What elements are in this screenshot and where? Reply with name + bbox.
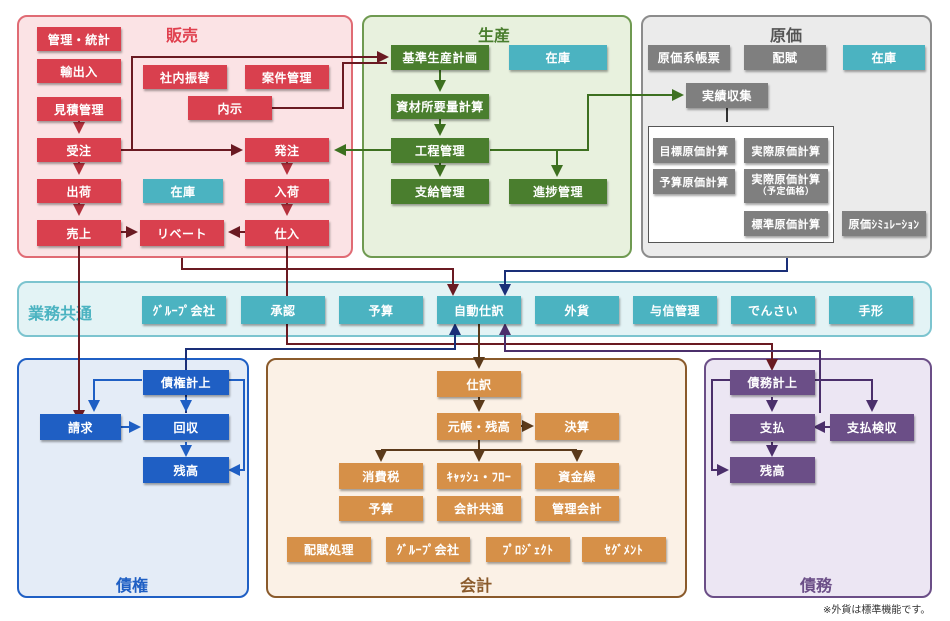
internal-transfer-box[interactable]: 社内振替	[143, 65, 227, 89]
segment-box[interactable]: ｾｸﾞﾒﾝﾄ	[582, 537, 666, 562]
supply-mgmt-box[interactable]: 支給管理	[391, 179, 489, 204]
payables-panel-title: 債務	[800, 576, 833, 595]
cost-simulation-box[interactable]: 原価ｼﾐｭﾚｰｼｮﾝ	[842, 211, 926, 236]
sales-inventory-box[interactable]: 在庫	[143, 179, 223, 203]
accounting-budget-box[interactable]: 予算	[339, 496, 423, 521]
accounting-common-box[interactable]: 会計共通	[437, 496, 521, 521]
shipment-box[interactable]: 出荷	[37, 179, 121, 203]
process-mgmt-box[interactable]: 工程管理	[391, 138, 489, 163]
accounting-panel-title: 会計	[460, 576, 493, 595]
closing-box[interactable]: 決算	[535, 413, 619, 440]
receivables-panel-title: 債権	[116, 576, 149, 595]
ledger-balance-box[interactable]: 元帳・残高	[437, 413, 521, 440]
collection-box[interactable]: 回収	[143, 414, 229, 440]
target-cost-box[interactable]: 目標原価計算	[653, 138, 735, 163]
cash-flow-box[interactable]: ｷｬｯｼｭ・ﾌﾛｰ	[437, 463, 521, 489]
auto-journal-box[interactable]: 自動仕訳	[437, 296, 521, 324]
cost-panel-title: 原価	[770, 26, 803, 45]
payable-record-box[interactable]: 債務計上	[730, 370, 815, 395]
common-budget-box[interactable]: 予算	[339, 296, 423, 324]
cash-schedule-box[interactable]: 資金繰	[535, 463, 619, 489]
allocation-processing-box[interactable]: 配賦処理	[287, 537, 371, 562]
mgmt-stats-box[interactable]: 管理・統計	[37, 27, 121, 51]
actual-cost-planned-sublabel: （予定価格）	[757, 187, 815, 197]
credit-mgmt-box[interactable]: 与信管理	[633, 296, 717, 324]
billing-box[interactable]: 請求	[40, 414, 121, 440]
informal-notice-box[interactable]: 内示	[188, 96, 272, 120]
sales-record-box[interactable]: 売上	[37, 220, 121, 246]
project-mgmt-box[interactable]: 案件管理	[245, 65, 329, 89]
standard-cost-box[interactable]: 標準原価計算	[744, 211, 828, 236]
receivable-record-box[interactable]: 債権計上	[143, 370, 229, 395]
purchase-order-box[interactable]: 発注	[245, 138, 329, 162]
cost-ledger-box[interactable]: 原価系帳票	[648, 45, 730, 70]
bill-box[interactable]: 手形	[829, 296, 913, 324]
consumption-tax-box[interactable]: 消費税	[339, 463, 423, 489]
approval-box[interactable]: 承認	[241, 296, 325, 324]
actual-cost-planned-label: 実際原価計算	[751, 173, 821, 186]
budget-cost-box[interactable]: 予算原価計算	[653, 169, 735, 194]
payment-box[interactable]: 支払	[730, 414, 815, 441]
management-accounting-box[interactable]: 管理会計	[535, 496, 619, 521]
common-group-company-box[interactable]: ｸﾞﾙｰﾌﾟ会社	[142, 296, 226, 324]
progress-mgmt-box[interactable]: 進捗管理	[509, 179, 607, 204]
cost-allocation-box[interactable]: 配賦	[744, 45, 826, 70]
footnote: ※外貨は標準機能です。	[823, 605, 931, 616]
cost-inventory-box[interactable]: 在庫	[843, 45, 925, 70]
project-box[interactable]: ﾌﾟﾛｼﾞｪｸﾄ	[486, 537, 570, 562]
receiving-box[interactable]: 入荷	[245, 179, 329, 203]
order-received-box[interactable]: 受注	[37, 138, 121, 162]
accounting-group-company-box[interactable]: ｸﾞﾙｰﾌﾟ会社	[386, 537, 470, 562]
actual-cost-planned-box[interactable]: 実際原価計算 （予定価格）	[744, 169, 828, 203]
journal-box[interactable]: 仕訳	[437, 371, 521, 397]
production-panel-title: 生産	[478, 26, 511, 45]
sales-panel-title: 販売	[166, 26, 199, 45]
purchase-box[interactable]: 仕入	[245, 220, 329, 246]
rebate-box[interactable]: リベート	[140, 220, 224, 246]
master-plan-box[interactable]: 基準生産計画	[391, 45, 489, 70]
mrp-box[interactable]: 資材所要量計算	[391, 94, 489, 119]
payment-check-box[interactable]: 支払検収	[830, 414, 914, 441]
estimate-box[interactable]: 見積管理	[37, 97, 121, 121]
foreign-currency-box[interactable]: 外貨	[535, 296, 619, 324]
import-export-box[interactable]: 輸出入	[37, 59, 121, 83]
common-panel-title: 業務共通	[28, 304, 93, 323]
production-inventory-box[interactable]: 在庫	[509, 45, 607, 70]
densai-box[interactable]: でんさい	[731, 296, 815, 324]
receivables-balance-box[interactable]: 残高	[143, 457, 229, 483]
sales-panel	[17, 15, 353, 258]
payables-balance-box[interactable]: 残高	[730, 457, 815, 483]
actual-collection-box[interactable]: 実績収集	[686, 83, 768, 108]
actual-cost-box[interactable]: 実際原価計算	[744, 138, 828, 163]
